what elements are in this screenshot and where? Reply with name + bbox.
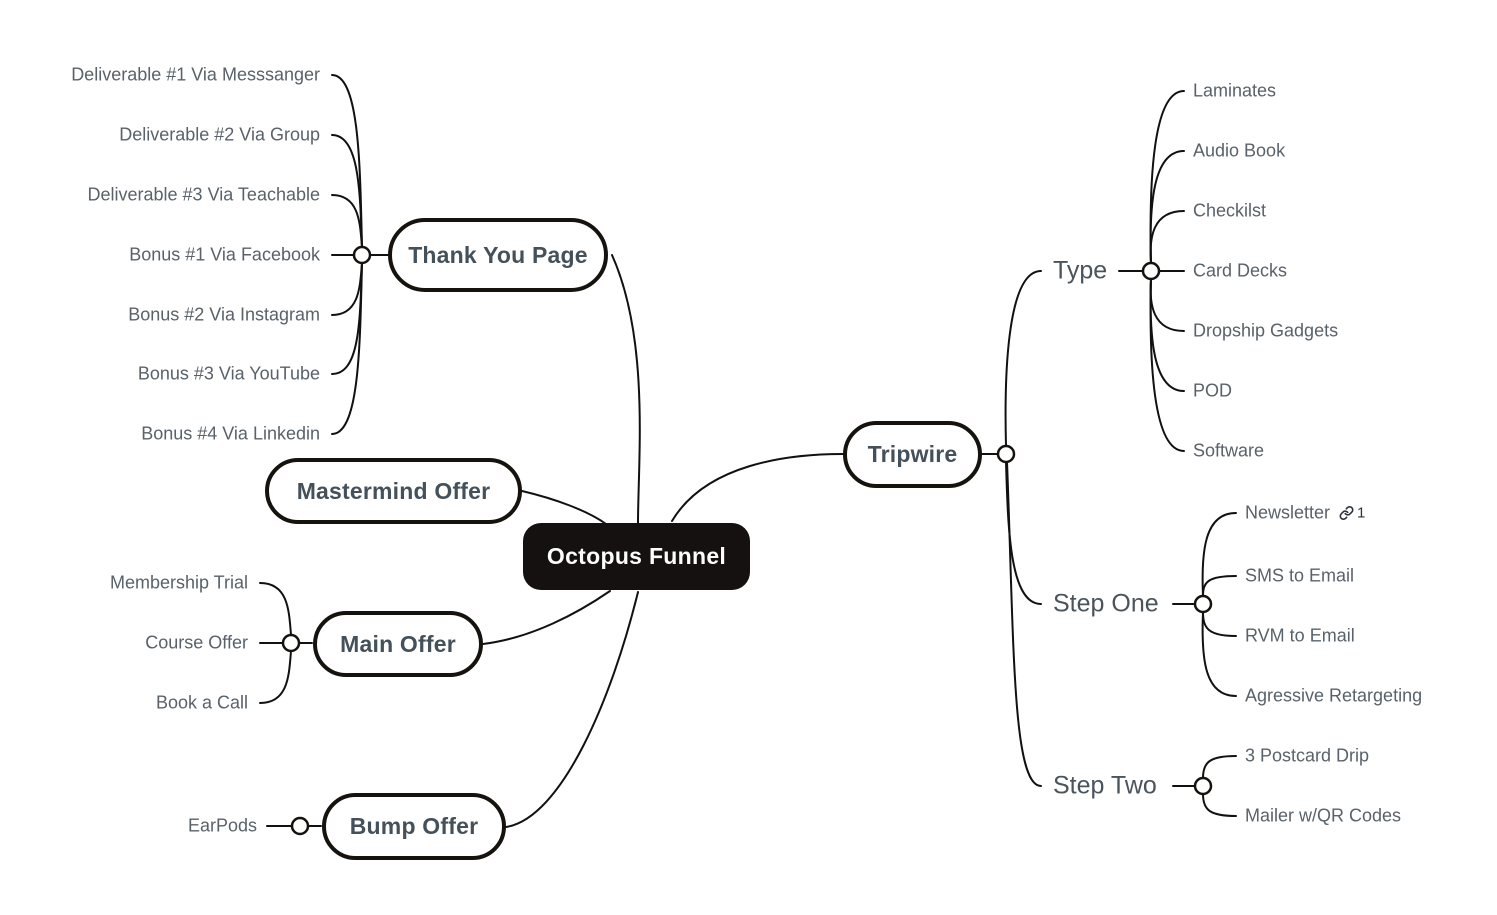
node-step-one[interactable]: Step One: [1053, 589, 1159, 618]
attachment-badge[interactable]: 1: [1339, 505, 1365, 522]
node-course-offer[interactable]: Course Offer: [145, 632, 248, 653]
collapse-dot[interactable]: [1193, 776, 1213, 796]
node-bonus-4[interactable]: Bonus #4 Via Linkedin: [141, 423, 320, 444]
node-book-a-call[interactable]: Book a Call: [155, 692, 248, 713]
node-bonus-2[interactable]: Bonus #2 Via Instagram: [128, 304, 320, 325]
node-type[interactable]: Type: [1053, 256, 1108, 285]
node-dropship-gadgets[interactable]: Dropship Gadgets: [1193, 320, 1339, 341]
node-rvm-to-email[interactable]: RVM to Email: [1245, 625, 1355, 646]
node-mailer-qr-codes[interactable]: Mailer w/QR Codes: [1245, 805, 1402, 826]
node-3-postcard-drip[interactable]: 3 Postcard Drip: [1245, 745, 1370, 766]
node-octopus-funnel[interactable]: Octopus Funnel: [523, 523, 750, 590]
node-agressive-retargeting[interactable]: Agressive Retargeting: [1245, 685, 1423, 706]
newsletter-label: Newsletter: [1245, 502, 1331, 523]
node-main-offer[interactable]: Main Offer: [313, 611, 483, 677]
node-pod[interactable]: POD: [1193, 380, 1233, 401]
node-deliverable-2[interactable]: Deliverable #2 Via Group: [119, 124, 320, 145]
collapse-dot[interactable]: [352, 245, 372, 265]
node-earpods[interactable]: EarPods: [187, 815, 257, 836]
link-count: 1: [1357, 504, 1366, 522]
collapse-dot[interactable]: [281, 633, 301, 653]
node-newsletter[interactable]: Newsletter 1: [1245, 503, 1365, 524]
node-tripwire[interactable]: Tripwire: [843, 421, 982, 488]
branch-curves: [259, 74, 1237, 828]
node-software[interactable]: Software: [1193, 440, 1265, 461]
node-card-decks[interactable]: Card Decks: [1193, 260, 1288, 281]
node-bonus-3[interactable]: Bonus #3 Via YouTube: [137, 363, 320, 384]
collapse-dot[interactable]: [1193, 594, 1213, 614]
node-deliverable-1[interactable]: Deliverable #1 Via Messsanger: [71, 64, 320, 85]
link-icon: [1339, 506, 1354, 520]
node-membership-trial[interactable]: Membership Trial: [109, 572, 248, 593]
node-sms-to-email[interactable]: SMS to Email: [1245, 565, 1355, 586]
collapse-dot[interactable]: [996, 444, 1016, 464]
node-deliverable-3[interactable]: Deliverable #3 Via Teachable: [87, 184, 321, 205]
junction-dots: [281, 245, 1213, 836]
collapse-dot[interactable]: [290, 816, 310, 836]
node-audio-book[interactable]: Audio Book: [1193, 140, 1286, 161]
node-bump-offer[interactable]: Bump Offer: [322, 793, 506, 860]
collapse-dot[interactable]: [1141, 261, 1161, 281]
node-mastermind-offer[interactable]: Mastermind Offer: [265, 458, 522, 524]
node-step-two[interactable]: Step Two: [1053, 771, 1157, 800]
node-checkilst[interactable]: Checkilst: [1193, 200, 1267, 221]
node-bonus-1[interactable]: Bonus #1 Via Facebook: [129, 244, 320, 265]
node-laminates[interactable]: Laminates: [1193, 80, 1277, 101]
node-thank-you-page[interactable]: Thank You Page: [388, 218, 608, 292]
